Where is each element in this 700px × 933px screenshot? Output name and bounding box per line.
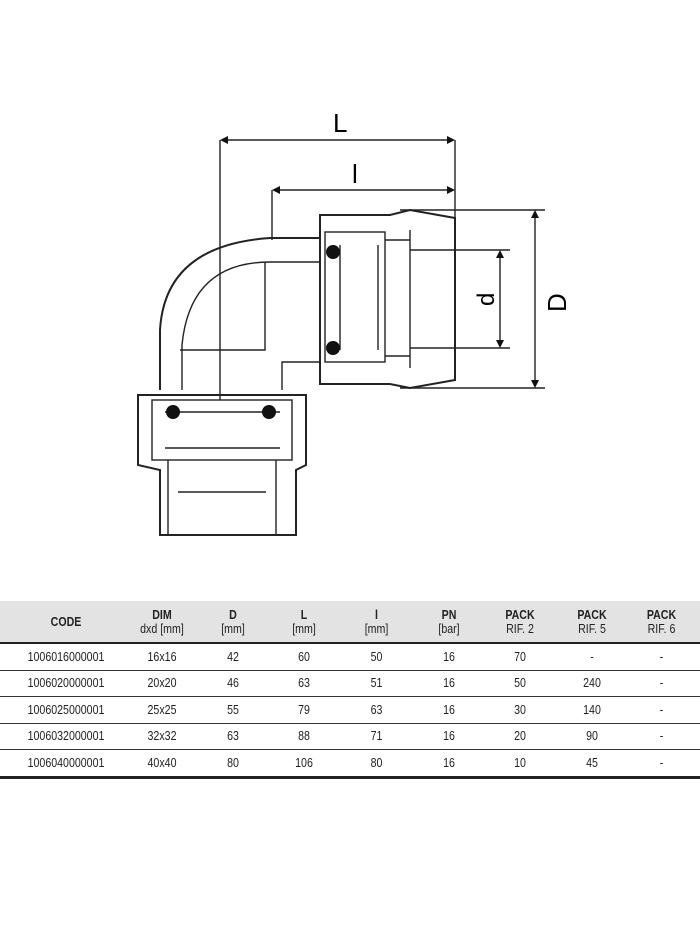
table-cell: 32x32 — [147, 729, 177, 744]
table-cell: 40x40 — [147, 755, 177, 770]
table-cell: 1006025000001 — [27, 702, 105, 717]
header-text: D — [229, 607, 237, 622]
table-cell: 55 — [227, 702, 239, 717]
table-cell: 16x16 — [147, 649, 177, 664]
table-cell: - — [659, 729, 664, 744]
dim-label-d: d — [473, 293, 500, 306]
table-cell: 50 — [370, 649, 383, 664]
header-text: [mm] — [221, 621, 245, 636]
table-cell: 1006040000001 — [27, 755, 105, 770]
table-cell: 106 — [295, 755, 313, 770]
table-cell: 140 — [583, 702, 601, 717]
table-cell: 80 — [370, 755, 383, 770]
table-cell: 20 — [514, 729, 526, 744]
table-row: 1006040000001 40x40 80 106 80 16 10 45 - — [0, 750, 700, 779]
table-cell: - — [659, 755, 664, 770]
header-text: [bar] — [438, 621, 460, 636]
table-cell: - — [659, 649, 664, 664]
table-cell: 88 — [298, 729, 310, 744]
dim-label-D: D — [542, 293, 572, 312]
column-header: l[mm] — [340, 601, 412, 642]
header-text: PACK — [505, 607, 535, 622]
table-cell: 63 — [298, 676, 310, 691]
dim-label-L: L — [333, 108, 347, 138]
header-text: RIF. 6 — [647, 621, 676, 636]
table-cell: 1006032000001 — [27, 729, 105, 744]
table-cell: 50 — [514, 676, 526, 691]
table-cell: 25x25 — [147, 702, 177, 717]
table-cell: 10 — [514, 755, 526, 770]
table-cell: - — [590, 649, 594, 664]
header-text: CODE — [50, 614, 82, 629]
table-cell: 42 — [227, 649, 239, 664]
column-header: PN[bar] — [424, 601, 475, 642]
table-cell: 16 — [443, 729, 455, 744]
table-cell: 20x20 — [147, 676, 177, 691]
table-cell: 63 — [370, 702, 383, 717]
table-cell: 1006020000001 — [27, 676, 105, 691]
header-text: dxd [mm] — [140, 621, 184, 636]
column-header: CODE — [10, 601, 122, 642]
table-cell: 60 — [298, 649, 310, 664]
table-cell: 63 — [227, 729, 239, 744]
table-row: 1006020000001 20x20 46 63 51 16 50 240 - — [0, 671, 700, 697]
elbow-fitting-drawing: L l D d — [137, 108, 572, 536]
table-row: 1006025000001 25x25 55 79 63 16 30 140 - — [0, 697, 700, 724]
column-header: L[mm] — [279, 601, 330, 642]
header-text: RIF. 2 — [506, 621, 534, 636]
dim-label-l: l — [352, 159, 358, 189]
table-cell: 90 — [586, 729, 598, 744]
header-text: DIM — [152, 607, 172, 622]
table-cell: 1006016000001 — [27, 649, 105, 664]
table-cell: 51 — [370, 676, 383, 691]
table-cell: - — [659, 676, 664, 691]
header-text: [mm] — [364, 621, 389, 636]
table-cell: 46 — [227, 676, 239, 691]
header-text: l — [375, 607, 378, 622]
table-cell: 45 — [586, 755, 598, 770]
table-row: 1006032000001 32x32 63 88 71 16 20 90 - — [0, 724, 700, 750]
table-cell: 16 — [443, 702, 455, 717]
table-cell: 16 — [443, 755, 455, 770]
table-cell: 240 — [583, 676, 601, 691]
header-text: [mm] — [292, 621, 316, 636]
header-text: PACK — [646, 607, 677, 622]
table-cell: 80 — [227, 755, 239, 770]
table-cell: 71 — [370, 729, 383, 744]
table-cell: 16 — [443, 676, 455, 691]
header-text: PACK — [577, 607, 607, 622]
table-cell: 70 — [514, 649, 526, 664]
table-cell: 16 — [443, 649, 455, 664]
table-row: 1006016000001 16x16 42 60 50 16 70 - - — [0, 644, 700, 671]
table-cell: 30 — [514, 702, 526, 717]
table-cell: - — [659, 702, 664, 717]
table-cell: 79 — [298, 702, 310, 717]
header-text: PN — [441, 607, 457, 622]
header-text: L — [300, 607, 308, 622]
header-text: RIF. 5 — [578, 621, 606, 636]
column-header: D[mm] — [198, 601, 268, 642]
